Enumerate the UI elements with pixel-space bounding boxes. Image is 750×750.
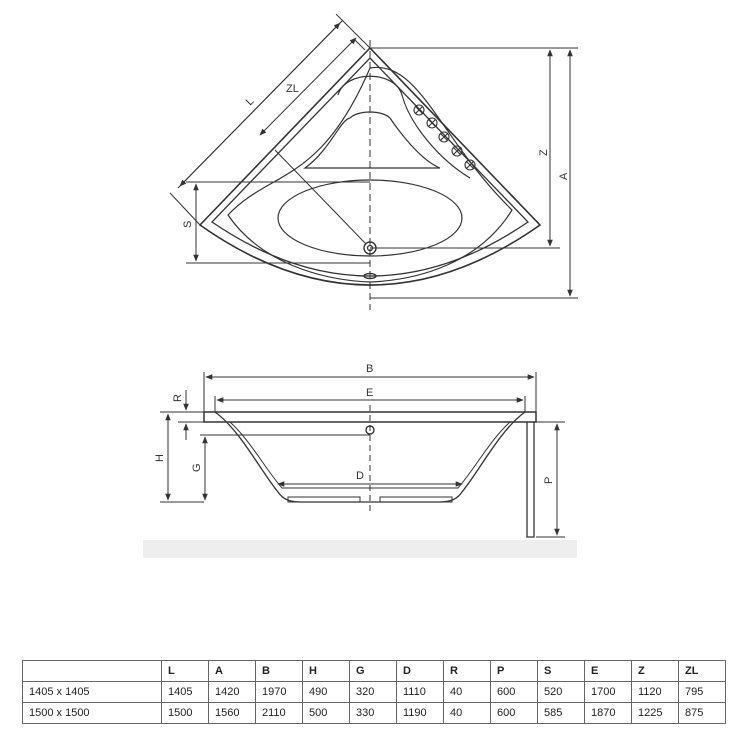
table-header-cell: S bbox=[537, 660, 585, 682]
table-cell: 1420 bbox=[208, 681, 256, 703]
top-dimensions bbox=[169, 13, 578, 299]
table-cell: 330 bbox=[349, 702, 397, 724]
label-z: Z bbox=[538, 149, 550, 156]
side-view bbox=[143, 405, 577, 558]
label-g: G bbox=[191, 463, 203, 472]
label-p: P bbox=[543, 477, 555, 484]
jet-icons bbox=[413, 104, 476, 171]
table-cell: 1560 bbox=[208, 702, 256, 724]
tub-body bbox=[214, 411, 526, 503]
table-cell: 600 bbox=[490, 681, 538, 703]
table-cell: 1970 bbox=[255, 681, 303, 703]
table-cell: 40 bbox=[443, 702, 491, 724]
table-header-cell bbox=[22, 660, 162, 682]
table-cell: 490 bbox=[302, 681, 350, 703]
table-header-cell: E bbox=[584, 660, 632, 682]
table-cell: 585 bbox=[537, 702, 585, 724]
table-header-cell: L bbox=[161, 660, 209, 682]
table-cell: 1190 bbox=[396, 702, 444, 724]
table-row: 1405 x 1405 1405 1420 1970 490 320 1110 … bbox=[22, 681, 726, 703]
table-cell: 1500 bbox=[161, 702, 209, 724]
side-dimension-labels: B E D R H G P bbox=[154, 363, 555, 484]
table-row: 1500 x 1500 1500 1560 2110 500 330 1190 … bbox=[22, 702, 726, 724]
jet-icon bbox=[451, 145, 463, 157]
label-d: D bbox=[356, 470, 364, 482]
table-header-cell: Z bbox=[631, 660, 679, 682]
headrest-outline bbox=[337, 75, 471, 179]
table-header-cell: D bbox=[396, 660, 444, 682]
table-header-cell: B bbox=[255, 660, 303, 682]
table-cell: 2110 bbox=[255, 702, 303, 724]
table-cell: 320 bbox=[349, 681, 397, 703]
table-cell: 1405 x 1405 bbox=[22, 681, 162, 703]
table-cell: 1225 bbox=[631, 702, 679, 724]
headrest-pad bbox=[303, 111, 441, 169]
jet-icon bbox=[438, 131, 450, 143]
table-header-cell: A bbox=[208, 660, 256, 682]
table-cell: 1700 bbox=[584, 681, 632, 703]
table-header-cell: ZL bbox=[678, 660, 726, 682]
table-header-cell: P bbox=[490, 660, 538, 682]
top-dimension-labels: L ZL Z A S bbox=[182, 83, 570, 228]
jet-icon bbox=[464, 159, 476, 171]
jet-icon bbox=[413, 104, 425, 116]
table-cell: 500 bbox=[302, 702, 350, 724]
table-cell: 795 bbox=[678, 681, 726, 703]
label-b: B bbox=[366, 363, 373, 375]
side-overflow bbox=[365, 425, 375, 435]
table-cell: 1405 bbox=[161, 681, 209, 703]
label-s: S bbox=[182, 221, 194, 228]
top-view bbox=[198, 40, 542, 310]
tub-feet bbox=[287, 496, 453, 503]
label-e: E bbox=[366, 387, 373, 399]
table-cell: 1500 x 1500 bbox=[22, 702, 162, 724]
jet-icon bbox=[426, 117, 438, 129]
floor bbox=[143, 540, 577, 558]
table-cell: 520 bbox=[537, 681, 585, 703]
table-cell: 1110 bbox=[396, 681, 444, 703]
apron-panel bbox=[526, 422, 535, 538]
dimensions-table: L A B H G D R P S E Z ZL 1405 x 1405 140… bbox=[22, 660, 726, 724]
tub-rim bbox=[203, 411, 537, 423]
label-h: H bbox=[154, 454, 166, 462]
label-zl: ZL bbox=[286, 83, 299, 95]
table-cell: 1870 bbox=[584, 702, 632, 724]
table-header-cell: G bbox=[349, 660, 397, 682]
label-l: L bbox=[244, 95, 257, 108]
label-r: R bbox=[172, 394, 184, 402]
zl-guide-line bbox=[274, 149, 367, 245]
technical-drawing: L ZL Z A S bbox=[143, 13, 578, 558]
side-dimensions bbox=[160, 372, 565, 538]
dim-line-zl bbox=[259, 37, 357, 136]
table-cell: 40 bbox=[443, 681, 491, 703]
table-header-cell: H bbox=[302, 660, 350, 682]
table-cell: 875 bbox=[678, 702, 726, 724]
table-header-cell: R bbox=[443, 660, 491, 682]
table-header-row: L A B H G D R P S E Z ZL bbox=[22, 660, 726, 682]
table-cell: 1120 bbox=[631, 681, 679, 703]
table-cell: 600 bbox=[490, 702, 538, 724]
label-a: A bbox=[558, 172, 570, 180]
